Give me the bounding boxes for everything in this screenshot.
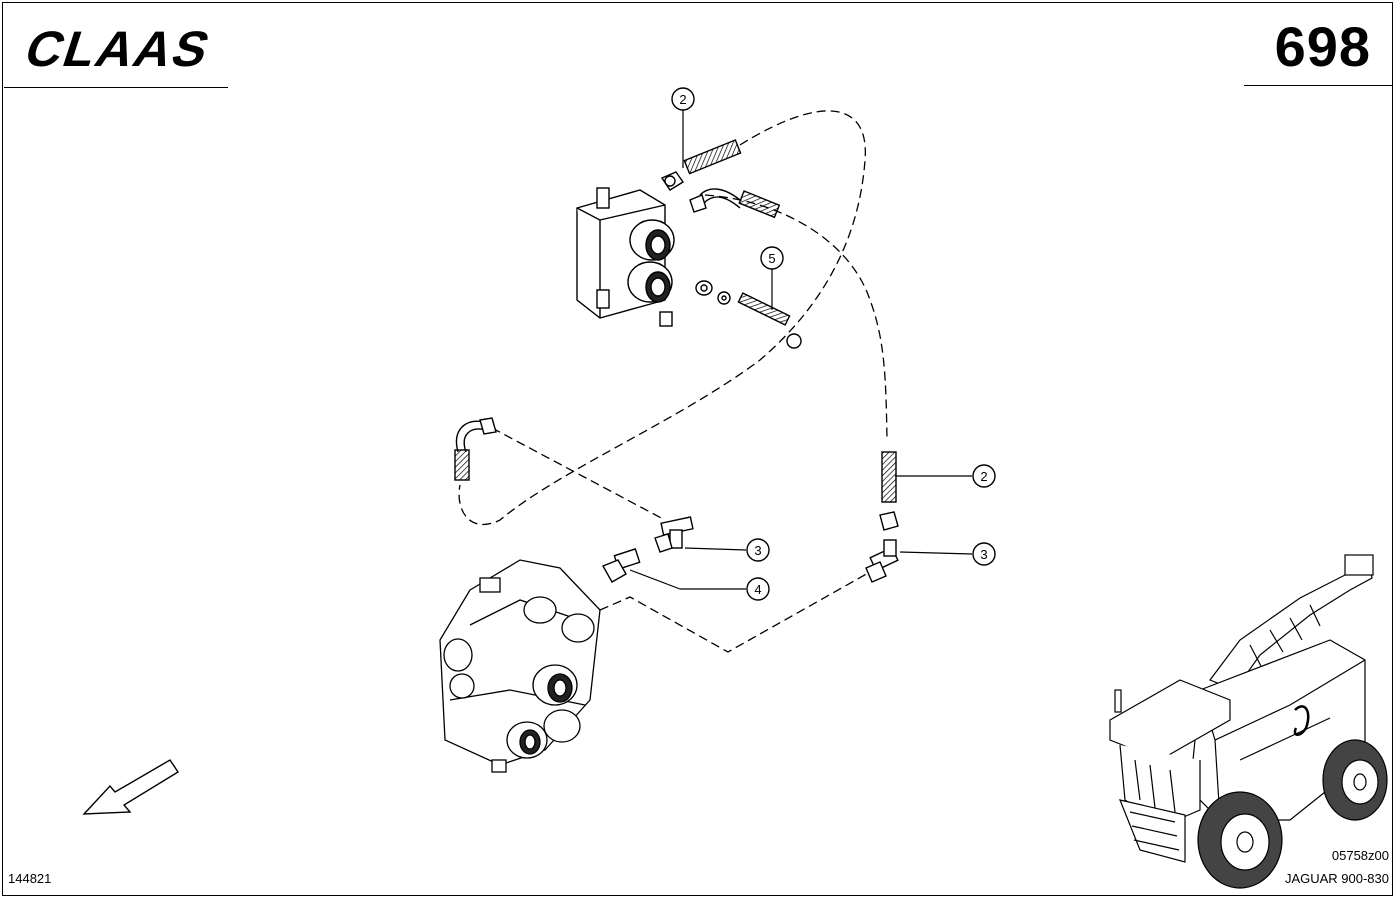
- claas-logo: CLAAS: [14, 21, 229, 77]
- callout-sensor: 4: [754, 582, 761, 597]
- callout-top-hose: 2: [679, 92, 686, 107]
- direction-arrow-icon: [82, 759, 179, 815]
- callout-left-tee: 3: [754, 543, 761, 558]
- callout-bolt: 5: [768, 251, 775, 266]
- drawing-number: 144821: [8, 871, 52, 886]
- left-tee-fitting: [654, 516, 694, 553]
- svg-text:CLAAS: CLAAS: [18, 22, 218, 70]
- forage-harvester-illustration: [1109, 554, 1388, 889]
- model-designation: JAGUAR 900-830: [1284, 871, 1389, 886]
- callout-right-hose: 2: [980, 469, 987, 484]
- top-hose: [660, 139, 742, 191]
- callout-right-tee: 3: [980, 547, 987, 562]
- header-rule-left: [4, 87, 228, 88]
- callout-circles: [671, 87, 996, 601]
- right-tee-fitting: [865, 539, 899, 583]
- leader-lines: [629, 108, 973, 590]
- upper-valve-block: [576, 187, 675, 327]
- page-number: 698: [1274, 15, 1371, 78]
- pressure-sensor: [601, 548, 641, 583]
- lower-valve-block: [439, 559, 601, 773]
- elbow-hose: [689, 188, 781, 219]
- image-code: 05758z00: [1331, 848, 1389, 863]
- header-rule-right: [1244, 85, 1392, 86]
- bolt-assembly: [695, 280, 802, 349]
- right-hose: [879, 451, 899, 531]
- left-u-hose: [454, 417, 497, 481]
